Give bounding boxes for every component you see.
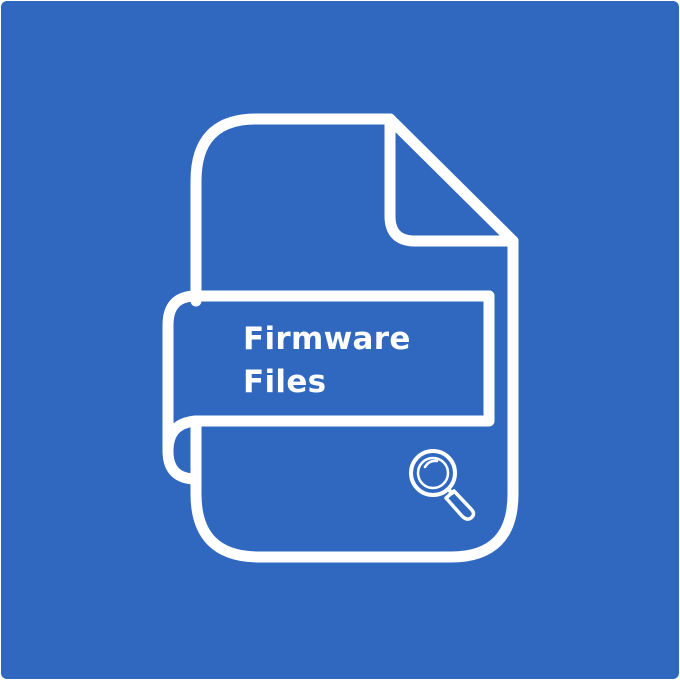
label-line-1: Firmware bbox=[243, 321, 411, 357]
ribbon-banner bbox=[162, 290, 495, 485]
folded-corner bbox=[384, 113, 519, 247]
document-label: Firmware Files bbox=[243, 318, 411, 404]
document-outline bbox=[190, 113, 519, 563]
label-line-2: Files bbox=[243, 364, 327, 400]
magnifier-icon bbox=[409, 449, 476, 521]
